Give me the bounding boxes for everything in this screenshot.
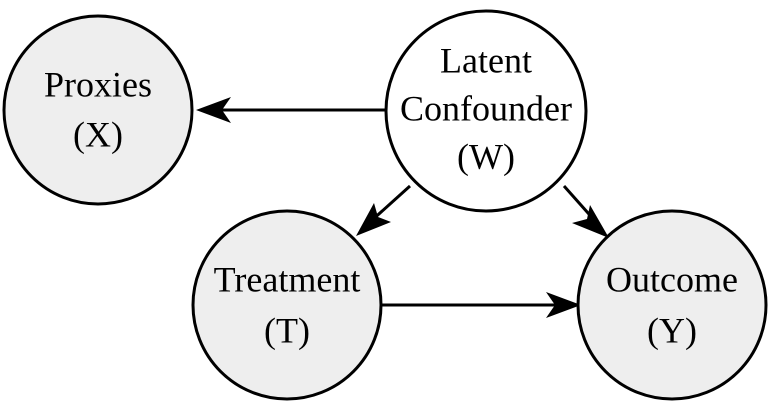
node-label: Proxies — [44, 64, 152, 104]
node-circle — [576, 209, 768, 401]
node-latent-confounder: Latent Confounder (W) — [384, 9, 588, 213]
edges — [196, 97, 609, 318]
node-circle — [191, 209, 383, 401]
edge-latent-to-outcome — [562, 185, 609, 238]
node-label: (X) — [73, 114, 123, 154]
node-label: Outcome — [606, 259, 738, 299]
node-label: Confounder — [400, 88, 572, 128]
edge-latent-to-proxies — [196, 97, 386, 123]
node-label: (W) — [457, 136, 515, 176]
arrowhead — [572, 205, 609, 238]
arrowhead — [196, 97, 231, 123]
edge-treatment-to-outcome — [382, 292, 581, 318]
node-label: Treatment — [214, 259, 361, 299]
node-circle — [384, 9, 588, 213]
node-circle — [2, 14, 194, 206]
arrowhead — [356, 203, 391, 236]
node-label: Latent — [440, 40, 532, 80]
node-label: (Y) — [647, 310, 697, 350]
node-proxies: Proxies (X) — [2, 14, 194, 206]
node-treatment: Treatment (T) — [191, 209, 383, 401]
edge-latent-to-treatment — [356, 184, 412, 236]
node-label: (T) — [264, 310, 310, 350]
node-outcome: Outcome (Y) — [576, 209, 768, 401]
arrowhead — [546, 292, 581, 318]
